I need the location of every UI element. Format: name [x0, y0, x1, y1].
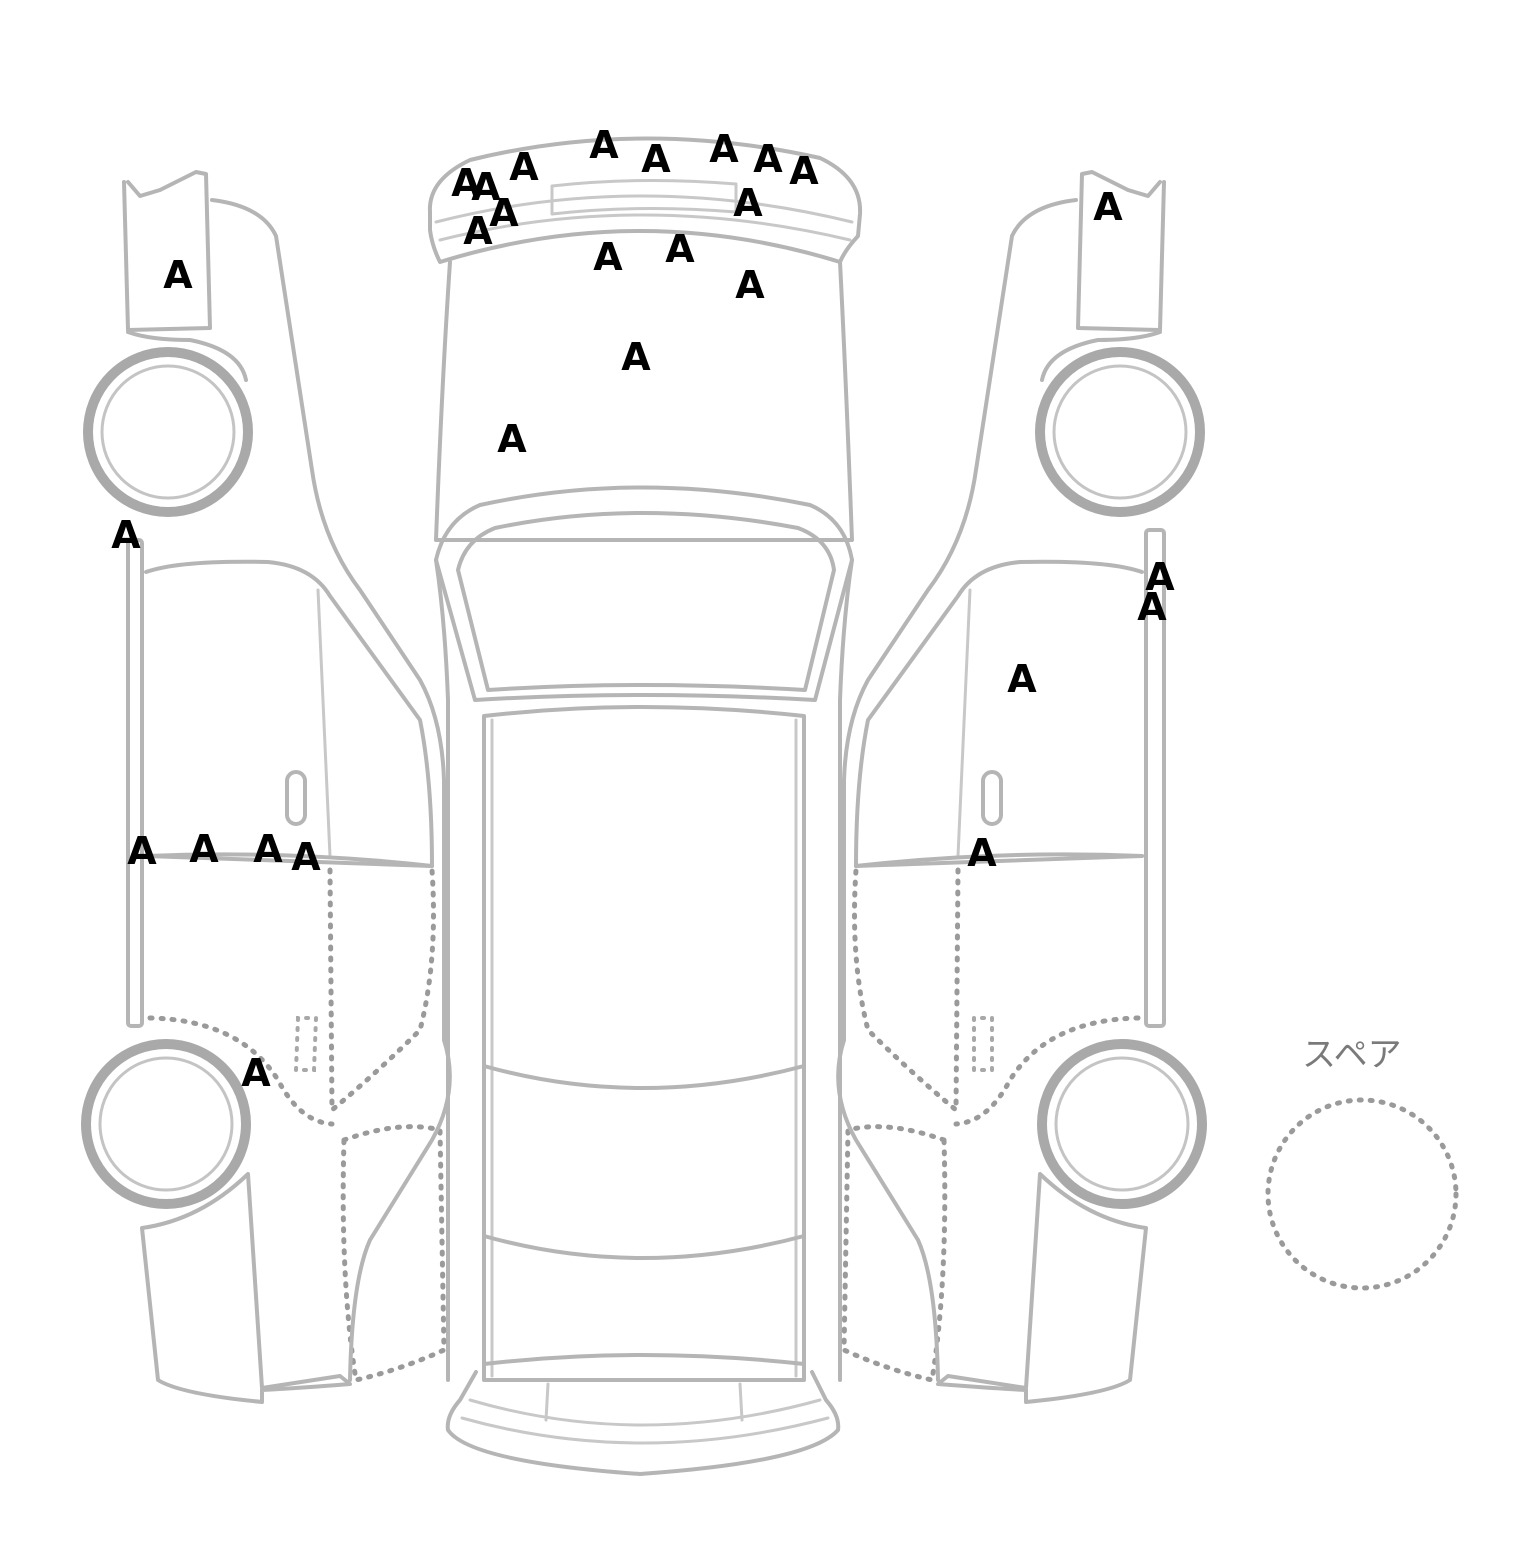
tailgate-line — [482, 1353, 806, 1366]
left-belt-line — [144, 852, 434, 868]
right-rear-fender-dotted — [953, 1015, 1141, 1127]
damage-mark-front-bumper: A — [509, 145, 539, 189]
damage-mark-left-side: A — [291, 835, 321, 879]
left-cargo-side — [348, 1038, 452, 1382]
right-cargo-side — [836, 1038, 940, 1382]
damage-mark-right-side: A — [1137, 585, 1167, 629]
left-rear-door-dotted — [327, 867, 436, 1116]
damage-mark-left-front-fender: A — [163, 253, 193, 297]
car-top-view — [427, 136, 863, 1476]
right-front-tire-inner — [1052, 364, 1188, 500]
rear-bumper-outline — [445, 1370, 841, 1476]
right-fender-outline — [842, 198, 1078, 1042]
front-bumper-inner-line-2 — [438, 213, 852, 242]
damage-mark-right-door: A — [1007, 657, 1037, 701]
roof-outline — [482, 705, 806, 1382]
damage-mark-left-side: A — [111, 513, 141, 557]
damage-mark-hood: A — [593, 235, 623, 279]
damage-mark-hood: A — [621, 335, 651, 379]
rear-bumper-inner-2 — [460, 1416, 830, 1445]
damage-mark-hood: A — [497, 417, 527, 461]
left-fuel-door-dotted — [293, 1016, 319, 1072]
damage-mark-right-side: A — [1145, 555, 1175, 599]
cabin-left-pillar — [434, 558, 450, 1382]
left-front-tire — [83, 347, 253, 517]
front-grille — [550, 178, 738, 216]
car-left-side-view — [81, 170, 452, 1404]
damage-mark-right-side: A — [967, 831, 997, 875]
roof-rear-line — [482, 1064, 806, 1090]
damage-mark-front-bumper: A — [451, 161, 481, 205]
damage-mark-front-bumper: A — [471, 165, 501, 209]
right-rear-bumper-side — [936, 1172, 1148, 1404]
left-front-door — [144, 559, 434, 868]
rear-step-right — [738, 1382, 744, 1422]
rear-step-left — [544, 1382, 550, 1422]
left-door-gap — [316, 588, 332, 858]
damage-mark-hood: A — [665, 227, 695, 271]
right-rear-door-dotted — [852, 867, 961, 1116]
right-rear-tire-inner — [1054, 1056, 1190, 1192]
damage-mark-left-side: A — [127, 829, 157, 873]
spare-tire-circle — [1265, 1097, 1459, 1291]
left-tailgate-dotted — [340, 1124, 447, 1384]
left-sill — [126, 538, 144, 1028]
damage-mark-front-bumper: A — [641, 137, 671, 181]
right-fender-lower — [1040, 330, 1162, 382]
spare-tire-label: スペア — [1302, 1035, 1402, 1075]
damage-mark-right-front-fender: A — [1093, 185, 1123, 229]
spare-tire-group: スペア — [1265, 1035, 1459, 1291]
damage-mark-left-side: A — [253, 827, 283, 871]
left-front-tire-inner — [100, 364, 236, 500]
left-rear-tire-inner — [98, 1056, 234, 1192]
left-fender-outline — [210, 198, 446, 1042]
right-front-door — [854, 559, 1144, 868]
damage-mark-front-bumper: A — [753, 137, 783, 181]
windshield-frame-outer — [434, 485, 854, 702]
rear-bumper-inner — [468, 1398, 822, 1427]
right-door-gap — [956, 588, 972, 858]
right-front-tire — [1035, 347, 1205, 517]
hood-outline — [434, 260, 854, 542]
right-rear-tire — [1037, 1039, 1207, 1209]
left-front-bumper-side — [122, 170, 212, 332]
damage-mark-front-bumper: A — [489, 191, 519, 235]
damage-mark-hood: A — [735, 263, 765, 307]
damage-mark-front-bumper: A — [733, 181, 763, 225]
right-fuel-door-dotted — [972, 1016, 994, 1072]
front-bumper-inner-line — [434, 194, 854, 224]
left-rear-tire — [81, 1039, 251, 1209]
damage-mark-front-bumper: A — [589, 123, 619, 167]
damage-mark-left-rear: A — [241, 1051, 271, 1095]
left-fender-lower — [126, 330, 248, 382]
damage-mark-front-bumper: A — [709, 127, 739, 171]
damage-mark-front-bumper: A — [789, 149, 819, 193]
right-belt-line — [854, 852, 1144, 868]
left-rear-bumper-side — [140, 1172, 352, 1404]
front-bumper-outline — [427, 136, 863, 264]
damage-mark-left-side: A — [189, 827, 219, 871]
damage-mark-front-bumper: A — [463, 209, 493, 253]
right-door-handle — [981, 770, 1003, 826]
windshield-frame-inner — [456, 511, 836, 692]
right-tailgate-dotted — [841, 1124, 948, 1384]
right-front-bumper-side — [1076, 170, 1166, 332]
right-sill — [1144, 528, 1166, 1028]
cabin-right-pillar — [838, 558, 854, 1382]
left-rear-fender-dotted — [147, 1015, 335, 1127]
rear-window-line — [482, 1234, 806, 1260]
car-right-side-view — [836, 170, 1207, 1404]
left-door-handle — [285, 770, 307, 826]
